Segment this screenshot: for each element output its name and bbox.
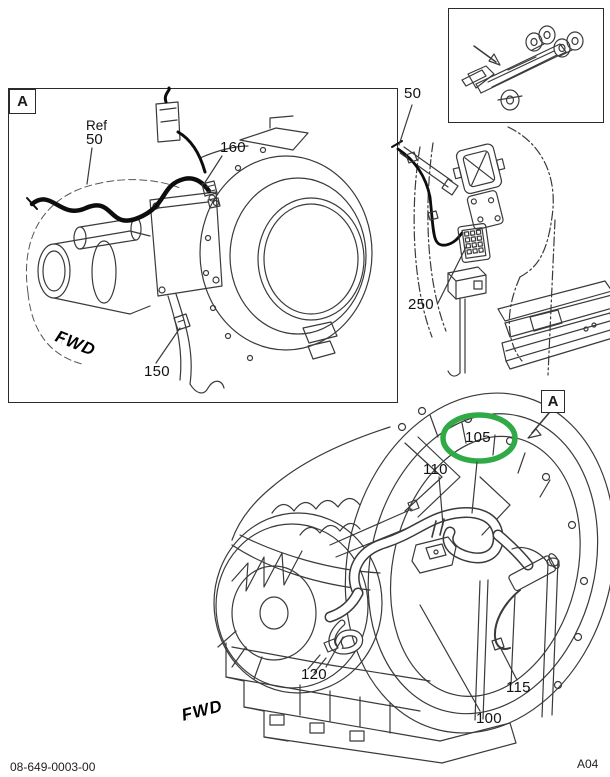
callout-110: 110 [423,461,448,478]
main-transmission-art [213,392,610,764]
callout-ref-50: Ref 50 [86,118,108,148]
detail-transmission-art [26,86,373,394]
document-number: 08-649-0003-00 [10,760,96,774]
locator-frame [448,8,604,123]
main-view-a-label-box: A [541,390,565,413]
callout-160: 160 [220,139,246,156]
detail-view-a-frame [8,88,398,403]
locator-arrow-icon [473,45,501,66]
detail-view-a-label-box: A [9,89,36,114]
main-view-a-label: A [547,393,559,410]
callout-115: 115 [506,679,531,696]
ref-label: Ref [86,118,108,133]
callout-50: 50 [404,85,422,102]
callout-105: 105 [465,429,491,446]
callout-150: 150 [144,363,170,380]
view-a-arrow-icon [527,412,550,439]
highlight-ellipse-105 [440,412,518,464]
callout-120: 120 [301,666,327,683]
callout-250: 250 [408,296,434,313]
truck-locator-art [461,25,584,111]
callout-100: 100 [476,710,502,727]
detail-view-a-label: A [17,93,28,110]
page-code: A04 [577,757,599,771]
ref-number: 50 [86,131,103,148]
chassis-harness-art [391,104,610,377]
